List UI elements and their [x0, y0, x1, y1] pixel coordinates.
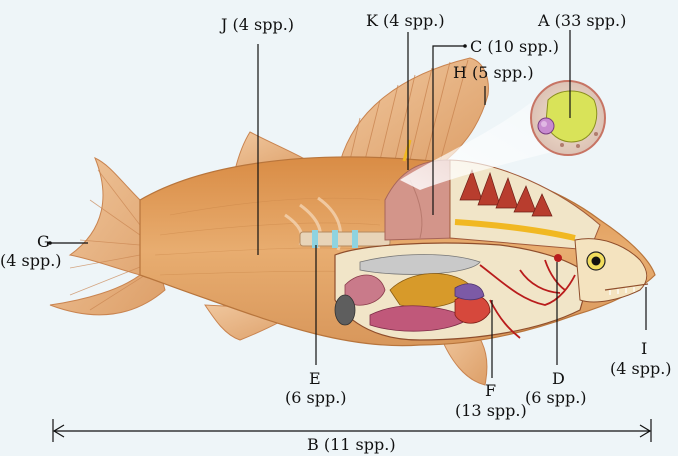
- label-h: H (5 spp.): [453, 64, 534, 82]
- label-f-letter: F: [485, 382, 496, 400]
- label-i-count: (4 spp.): [610, 360, 672, 378]
- label-c: C (10 spp.): [470, 38, 559, 56]
- label-g-count: (4 spp.): [0, 252, 62, 270]
- label-k: K (4 spp.): [366, 12, 445, 30]
- label-b: B (11 spp.): [307, 436, 396, 454]
- label-g-letter: G: [37, 233, 50, 251]
- label-e-count: (6 spp.): [285, 389, 347, 407]
- label-i-letter: I: [641, 340, 647, 358]
- label-d-letter: D: [552, 370, 565, 388]
- label-e-letter: E: [309, 370, 321, 388]
- muscle-cell-inset: [531, 81, 605, 155]
- label-d-count: (6 spp.): [525, 389, 587, 407]
- label-a: A (33 spp.): [538, 12, 626, 30]
- label-j: J (4 spp.): [221, 16, 294, 34]
- spleen: [335, 295, 355, 325]
- label-f-count: (13 spp.): [455, 402, 527, 420]
